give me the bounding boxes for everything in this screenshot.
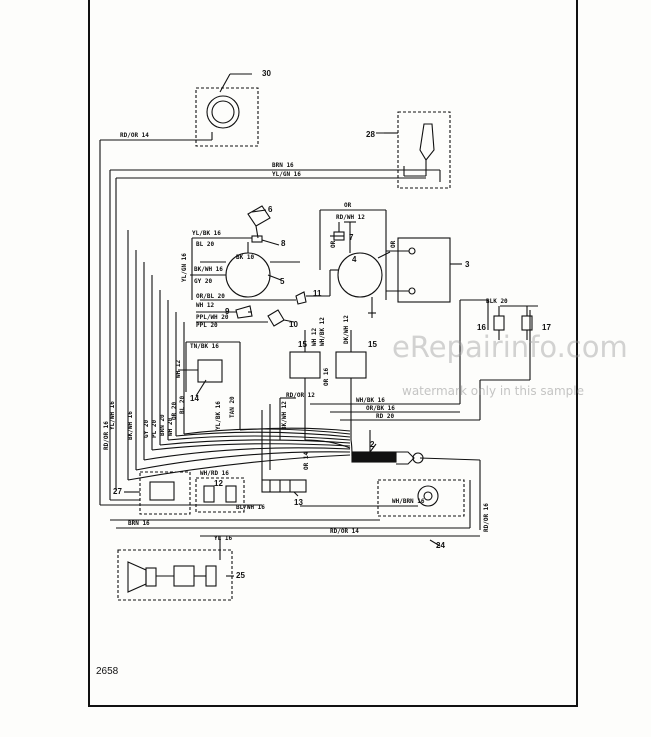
callout-16: 16	[477, 323, 486, 332]
wire-label: WH/RD 16	[200, 470, 229, 477]
wire-label: BK/WH 16	[127, 411, 134, 440]
callout-9: 9	[225, 307, 230, 316]
callout-12: 12	[214, 479, 223, 488]
wire-label: BK/WH 16	[194, 266, 223, 273]
page-number: 2658	[96, 666, 119, 677]
callout-4: 4	[352, 255, 357, 264]
wire-label: OR	[390, 240, 397, 248]
wire-label: YL 16	[214, 535, 232, 542]
relay-15a	[289, 351, 321, 379]
callout-10: 10	[289, 320, 298, 329]
wire-label: BRN 16	[272, 162, 294, 169]
callout-13: 13	[294, 498, 303, 507]
wire-label: PL 20	[151, 420, 158, 438]
wire-label: OR 20	[171, 402, 178, 420]
wire-label: PPL/WH 20	[196, 314, 229, 321]
wire-label: RD/OR 16	[483, 503, 490, 532]
wire-label: TAN 20	[229, 396, 236, 418]
watermark-site: eRepairinfo.com	[392, 330, 628, 364]
wire-label: YL/GN 16	[181, 253, 188, 282]
component-30-outer	[206, 95, 240, 129]
callout-6: 6	[268, 205, 273, 214]
wire-label: RD/OR 14	[120, 132, 149, 139]
component-30-inner	[211, 100, 235, 124]
callout-24: 24	[436, 541, 445, 550]
wire-label: BK/WH 12	[281, 401, 288, 430]
callout-27: 27	[113, 487, 122, 496]
callout-7: 7	[349, 233, 354, 242]
component-30-box	[195, 87, 259, 147]
wire-label: PPL 20	[196, 322, 218, 329]
wire-label: YL/BK 16	[215, 401, 222, 430]
wire-label: WH/BK 16	[356, 397, 385, 404]
wire-label: OR/BK 16	[366, 405, 395, 412]
wire-label: WH/BK 12	[319, 317, 326, 346]
callout-3: 3	[465, 260, 470, 269]
wire-label: BK 10	[236, 254, 254, 261]
wire-label: OR 16	[323, 368, 330, 386]
wire-label: RD/OR 16	[103, 421, 110, 450]
wire-label: YL/BK 16	[192, 230, 221, 237]
wire-label: BL 20	[196, 241, 214, 248]
wire-label: BRN 20	[159, 414, 166, 436]
relay-15b	[335, 351, 367, 379]
wire-label: GY 20	[143, 420, 150, 438]
wire-label: OR	[344, 202, 352, 209]
wire-label: YL/WH 16	[109, 401, 116, 430]
wire-label: BLK 20	[486, 298, 508, 305]
callout-28: 28	[366, 130, 375, 139]
wire-label: DK/WH 12	[343, 315, 350, 344]
wire-label: WH 20	[167, 418, 174, 436]
wire-label: YL/GN 16	[272, 171, 301, 178]
wire-label: BL 20	[179, 396, 186, 414]
component-24-box	[377, 479, 465, 517]
wire-label: OR	[330, 240, 337, 248]
callout-14: 14	[190, 394, 199, 403]
callout-30: 30	[262, 69, 271, 78]
callout-11: 11	[313, 289, 322, 298]
switch-16	[493, 315, 505, 331]
wire-label: TN/BK 16	[190, 343, 219, 350]
wire-label: GY 20	[194, 278, 212, 285]
callout-15a: 15	[298, 340, 307, 349]
callout-8: 8	[281, 239, 286, 248]
wire-label: WH 12	[175, 360, 182, 378]
wire-label: WH/BRN 16	[392, 498, 425, 505]
page-border	[88, 0, 578, 707]
callout-15b: 15	[368, 340, 377, 349]
callout-25: 25	[236, 571, 245, 580]
wire-label: WH 12	[311, 328, 318, 346]
wire-label: RD/WH 12	[336, 214, 365, 221]
component-27-box	[139, 471, 191, 515]
wire-label: BL/WH 16	[236, 504, 265, 511]
wire-label: OR 14	[303, 452, 310, 470]
wire-label: WH 12	[196, 302, 214, 309]
component-4-motor	[337, 252, 383, 298]
wire-label: OR/BL 20	[196, 293, 225, 300]
wire-label: RD/OR 12	[286, 392, 315, 399]
callout-17: 17	[542, 323, 551, 332]
wire-label: RD 20	[376, 413, 394, 420]
wire-label: RD/OR 14	[330, 528, 359, 535]
component-28-box	[397, 111, 451, 189]
watermark-note: watermark only in this sample	[402, 384, 585, 398]
component-25-box	[117, 549, 233, 601]
wire-label: BRN 16	[128, 520, 150, 527]
callout-5: 5	[280, 277, 285, 286]
callout-2: 2	[370, 440, 375, 449]
